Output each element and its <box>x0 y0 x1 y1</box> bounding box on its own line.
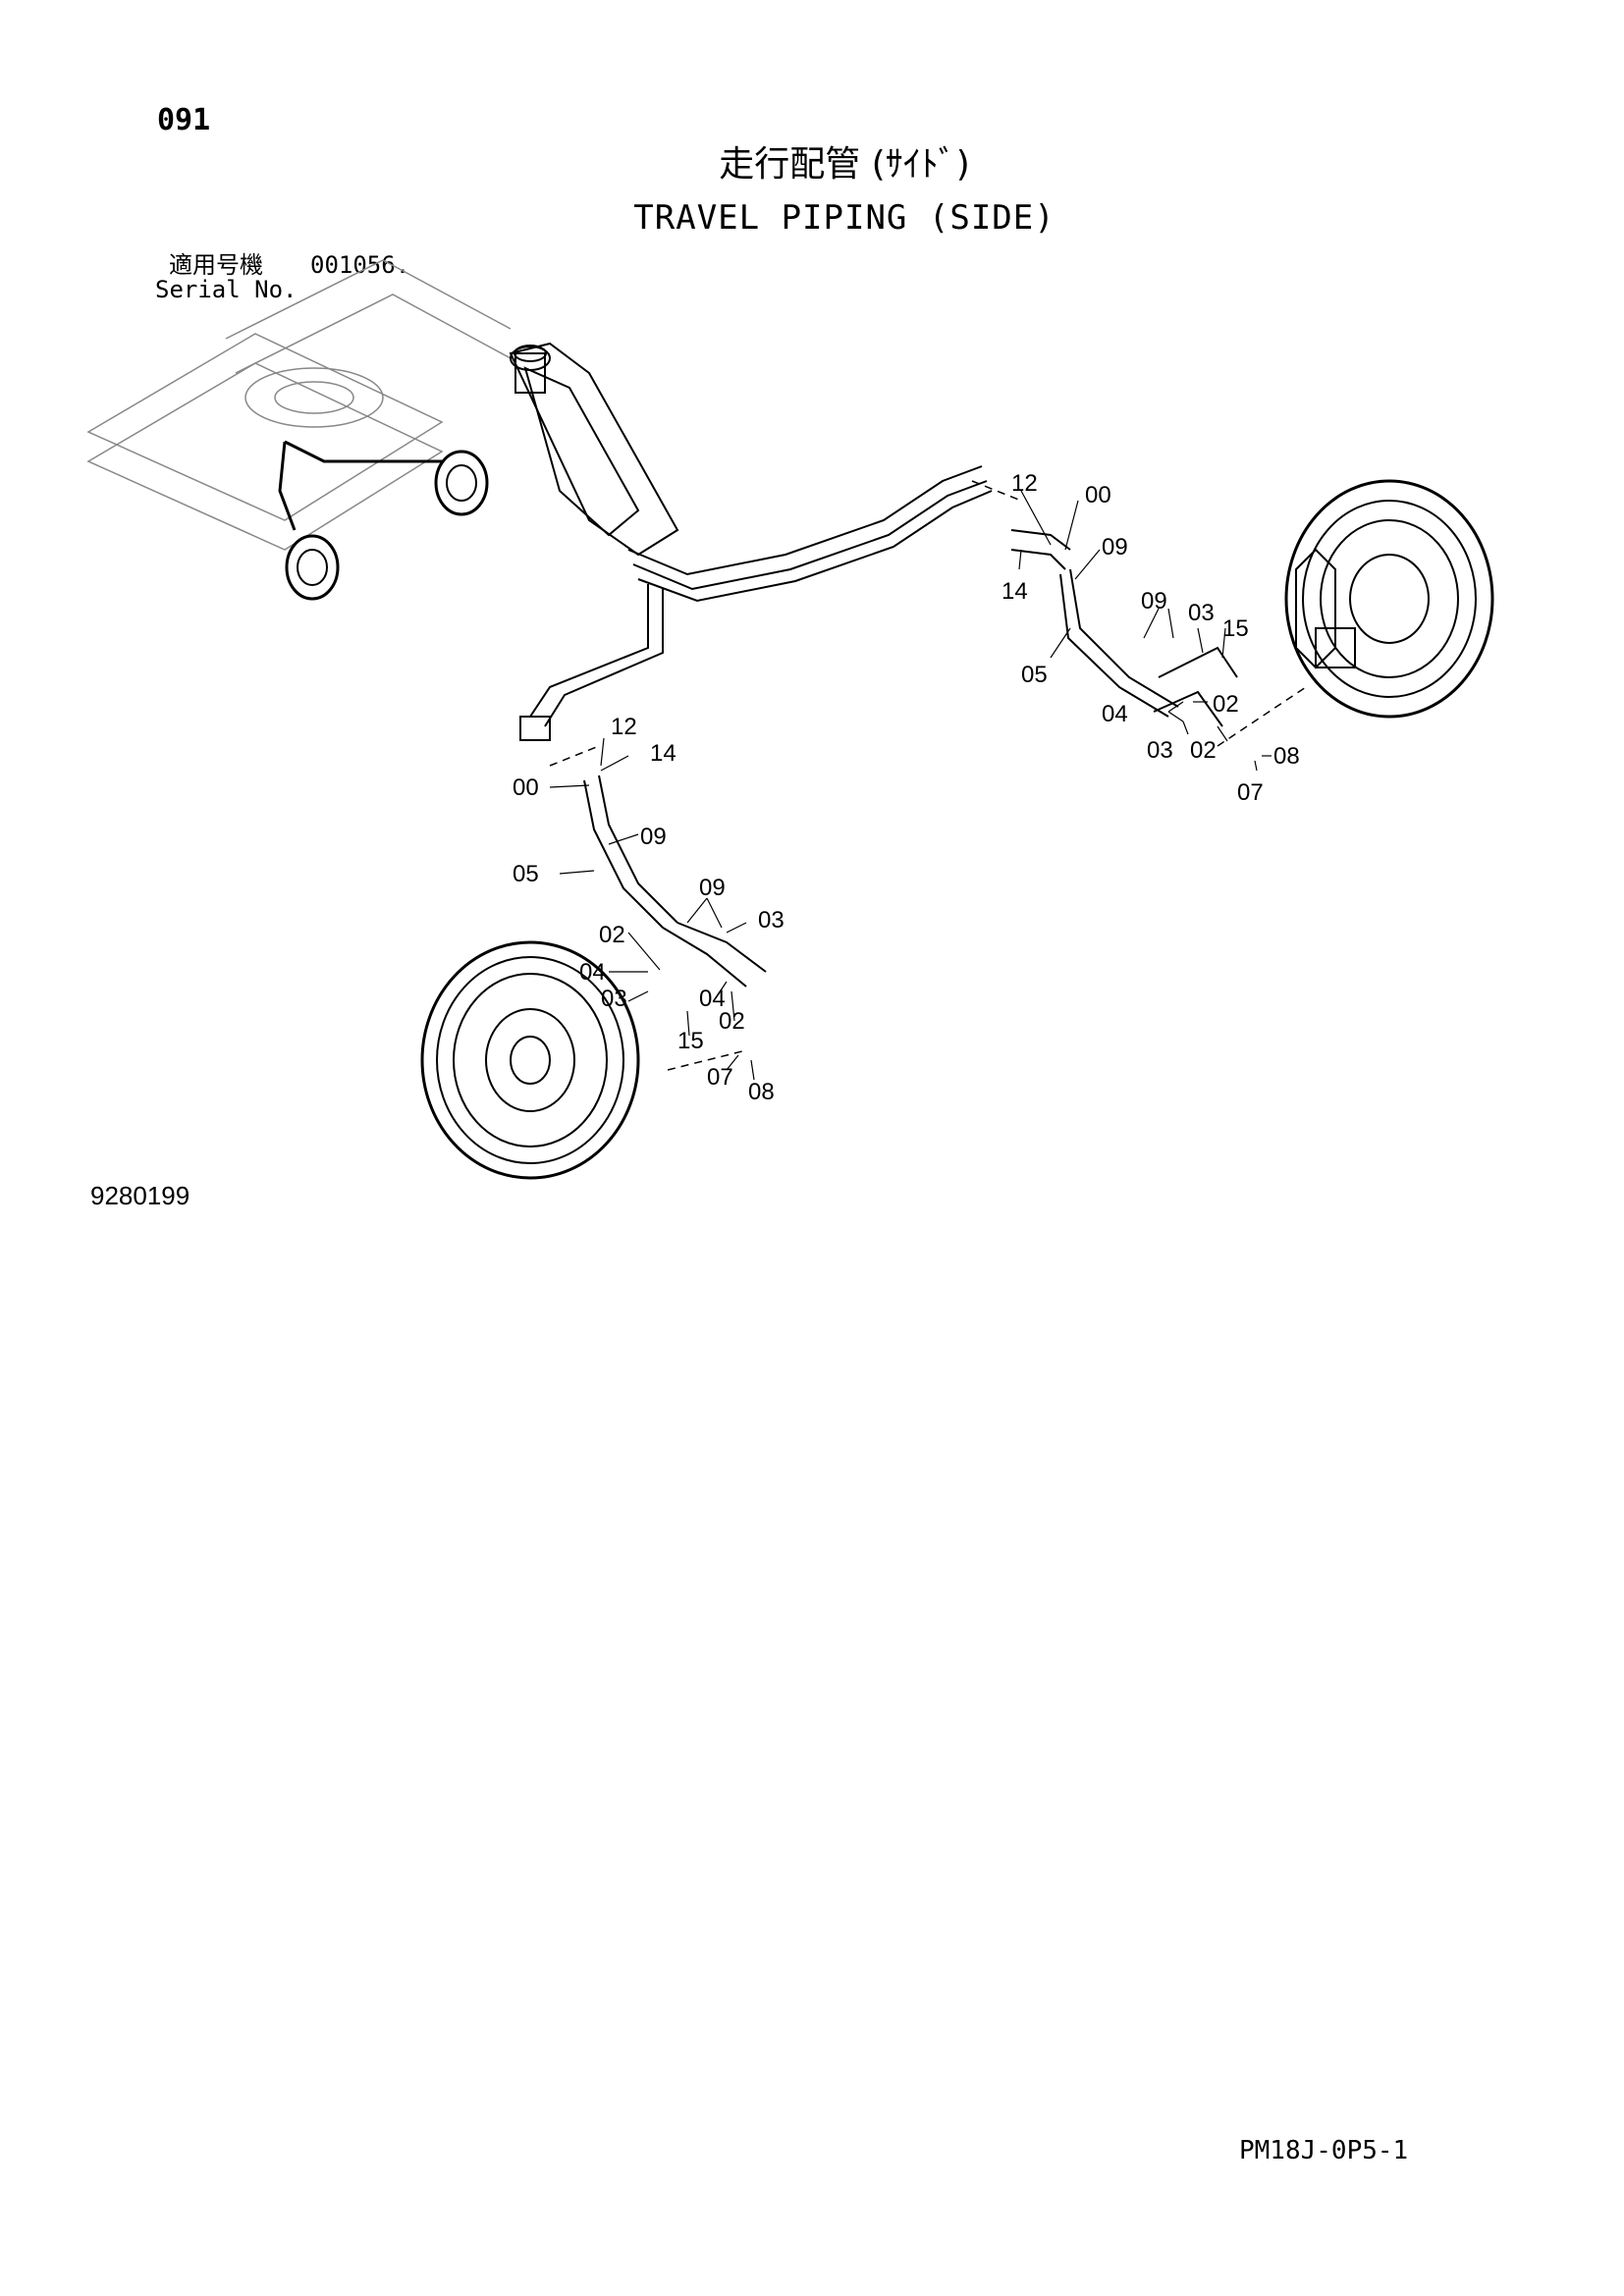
travel-piping-diagram: 12 00 09 14 09 03 15 05 02 04 03 02 08 0… <box>86 259 1494 1180</box>
callout-02-left-lower: 02 <box>719 1008 745 1035</box>
page-number: 091 <box>157 103 211 137</box>
title-english: TRAVEL PIPING (SIDE) <box>633 198 1056 238</box>
callout-08-left: 08 <box>748 1079 775 1105</box>
callout-05-left: 05 <box>513 861 539 887</box>
callout-00-right: 00 <box>1085 482 1111 508</box>
callout-03-right-lower: 03 <box>1147 737 1173 764</box>
callout-03-right-upper: 03 <box>1188 600 1215 626</box>
callout-00-left: 00 <box>513 774 539 801</box>
leader-lines <box>549 490 1272 1081</box>
title-japanese: 走行配管 (ｻｲﾄﾞ) <box>719 144 970 185</box>
serial-label-english: Serial No. <box>155 276 298 303</box>
callouts: 12 00 09 14 09 03 15 05 02 04 03 02 08 0… <box>513 470 1300 1105</box>
callout-02-right-lower: 02 <box>1190 737 1217 764</box>
callout-04-right: 04 <box>1102 701 1128 727</box>
callout-12-left: 12 <box>611 714 637 740</box>
left-hose-assembly <box>583 774 767 988</box>
callout-07-right: 07 <box>1237 779 1264 806</box>
callout-12-right: 12 <box>1011 470 1038 497</box>
callout-14-left: 14 <box>650 740 677 767</box>
right-hose-assembly <box>1010 529 1238 727</box>
guide-lines <box>549 480 1307 1071</box>
main-pipe-run <box>519 465 993 741</box>
callout-03-left-lower: 03 <box>601 986 627 1012</box>
page-code: PM18J-0P5-1 <box>1239 2136 1409 2165</box>
callout-07-left: 07 <box>707 1064 733 1091</box>
callout-04-left-upper: 04 <box>579 959 606 986</box>
callout-09-right-lower: 09 <box>1141 588 1167 614</box>
serial-label-japanese: 適用号機 <box>169 251 263 279</box>
callout-02-right-upper: 02 <box>1213 691 1239 718</box>
callout-09-left-upper: 09 <box>640 824 667 850</box>
callout-05-right: 05 <box>1021 662 1048 688</box>
callout-04-left-lower: 04 <box>699 986 726 1012</box>
callout-15-right: 15 <box>1222 615 1249 642</box>
callout-09-left-lower: 09 <box>699 875 726 901</box>
callout-03-left-upper: 03 <box>758 907 785 934</box>
center-joint-body <box>509 342 679 557</box>
callout-14-right: 14 <box>1001 578 1028 605</box>
callout-15-left: 15 <box>677 1028 704 1054</box>
callout-02-left-upper: 02 <box>599 922 625 948</box>
undercarriage-inset <box>86 259 512 601</box>
callout-08-right: 08 <box>1273 743 1300 770</box>
left-travel-motor <box>420 940 640 1180</box>
figure-number: 9280199 <box>90 1181 190 1210</box>
right-travel-motor <box>1284 479 1494 719</box>
callout-09-right-upper: 09 <box>1102 534 1128 561</box>
